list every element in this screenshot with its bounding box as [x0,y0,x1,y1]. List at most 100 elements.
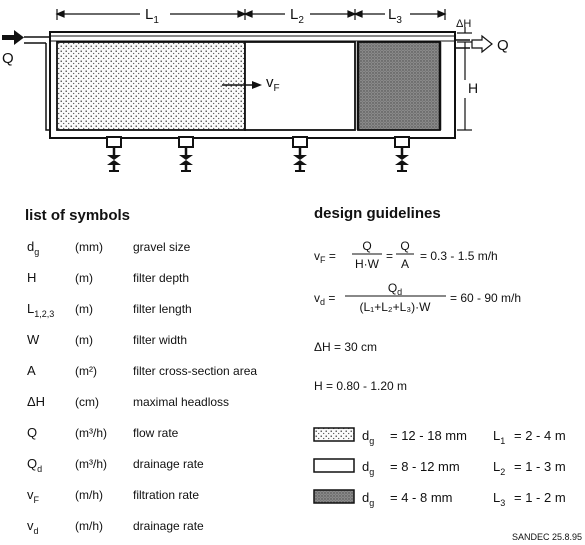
symbol-row: dg (mm) gravel size [27,239,191,257]
symbols-title: list of symbols [25,207,130,224]
velocity-label: vF [266,74,280,94]
legend-size-range: = 12 - 18 mm [390,428,467,443]
compartment-medium-gravel [244,41,356,131]
label-H: H [468,80,478,96]
legend-gravel-size: dg [362,428,374,446]
compartment-fine-gravel [357,41,441,131]
guideline-depth: H = 0.80 - 1.20 m [314,379,407,393]
legend-size-range: = 8 - 12 mm [390,459,460,474]
symbol-unit: (m/h) [75,519,103,533]
velocity-arrow [222,81,262,89]
inflow-arrow [2,30,24,45]
symbol-row: A (m²) filter cross-section area [27,363,257,378]
drain-valve [105,135,123,173]
symbol-unit: (m³/h) [75,426,107,440]
symbol-description: drainage rate [133,519,204,533]
symbol-name: ΔH [27,394,45,409]
symbol-name: H [27,270,36,285]
label-L1: L1 [145,6,159,26]
legend-length-range: = 2 - 4 m [514,428,566,443]
label-delta-h: ΔH [456,18,471,30]
svg-text:A: A [401,257,409,271]
legend-length: L2 [493,459,505,477]
legend-row: dg = 12 - 18 mm L1 = 2 - 4 m [313,427,566,446]
symbol-row: vd (m/h) drainage rate [27,518,204,536]
legend-gravel-size: dg [362,459,374,477]
symbol-unit: (m²) [75,364,97,378]
svg-text:Qd: Qd [388,281,402,297]
filter-diagram: L1 L2 L3 ΔH H Q [2,6,509,173]
symbol-description: filtration rate [133,488,199,502]
label-L2: L2 [290,6,304,26]
symbol-name: W [27,332,40,347]
dimension-line-L1 [55,9,247,20]
symbol-unit: (m/h) [75,488,103,502]
dimension-line-H [457,27,472,131]
svg-text:=: = [386,249,393,263]
outflow-label: Q [497,37,509,54]
legend-swatch [313,458,355,473]
dimension-line-L2 [243,9,357,20]
svg-text:Q: Q [362,239,371,253]
svg-text:vd =: vd = [314,291,335,307]
symbol-name: L1,2,3 [27,301,54,319]
legend-length: L1 [493,428,505,446]
svg-text:= 0.3 - 1.5 m/h: = 0.3 - 1.5 m/h [420,249,498,263]
outflow-arrow [471,34,493,54]
drain-valve [393,135,411,173]
symbol-row: Q (m³/h) flow rate [27,425,179,440]
svg-text:vF =: vF = [314,249,336,265]
symbol-name: vF [27,487,40,505]
dimension-line-L3 [353,9,447,20]
symbol-description: filter depth [133,271,189,285]
symbol-unit: (m) [75,271,93,285]
symbol-description: filter width [133,333,187,347]
symbol-row: ΔH (cm) maximal headloss [27,394,229,409]
compartment-coarse-gravel [56,41,246,131]
symbol-unit: (m) [75,302,93,316]
svg-text:H·W: H·W [355,257,380,271]
symbol-unit: (m³/h) [75,457,107,471]
legend-row: dg = 8 - 12 mm L2 = 1 - 3 m [313,458,566,477]
symbol-row: W (m) filter width [27,332,187,347]
formula-vF: vF = Q H·W = Q A = 0.3 - 1.5 m/h [314,239,498,271]
symbol-row: vF (m/h) filtration rate [27,487,199,505]
symbol-name: Q [27,425,37,440]
gravel-legend: dg = 12 - 18 mm L1 = 2 - 4 m dg = 8 - 12 mm L2… [313,427,566,508]
legend-length: L3 [493,490,505,508]
symbol-description: gravel size [133,240,191,254]
symbol-unit: (mm) [75,240,103,254]
legend-size-range: = 4 - 8 mm [390,490,453,505]
symbol-description: maximal headloss [133,395,229,409]
drain-valve [291,135,309,173]
symbol-name: vd [27,518,39,536]
symbol-description: flow rate [133,426,179,440]
symbol-description: drainage rate [133,457,204,471]
formula-vd: vd = Qd (L₁+L₂+L₃)·W = 60 - 90 m/h [314,281,521,314]
inflow-label: Q [2,50,14,67]
legend-gravel-size: dg [362,490,374,508]
legend-swatch [313,427,355,442]
symbol-description: filter length [133,302,192,316]
symbol-name: Qd [27,456,42,474]
symbol-row: H (m) filter depth [27,270,189,285]
legend-swatch [313,489,355,504]
symbol-name: A [27,363,36,378]
symbol-description: filter cross-section area [133,364,257,378]
guideline-delta-h: ΔH = 30 cm [314,340,377,354]
legend-length-range: = 1 - 3 m [514,459,566,474]
symbol-unit: (m) [75,333,93,347]
credit-label: SANDEC 25.8.95 [512,532,582,542]
symbol-unit: (cm) [75,395,99,409]
symbol-row: Qd (m³/h) drainage rate [27,456,204,474]
legend-length-range: = 1 - 2 m [514,490,566,505]
label-L3: L3 [388,6,402,26]
symbol-name: dg [27,239,39,257]
svg-text:Q: Q [400,239,409,253]
symbol-row: L1,2,3 (m) filter length [27,301,192,319]
legend-row: dg = 4 - 8 mm L3 = 1 - 2 m [313,489,566,508]
drain-valve [177,135,195,173]
svg-text:= 60 - 90 m/h: = 60 - 90 m/h [450,291,521,305]
